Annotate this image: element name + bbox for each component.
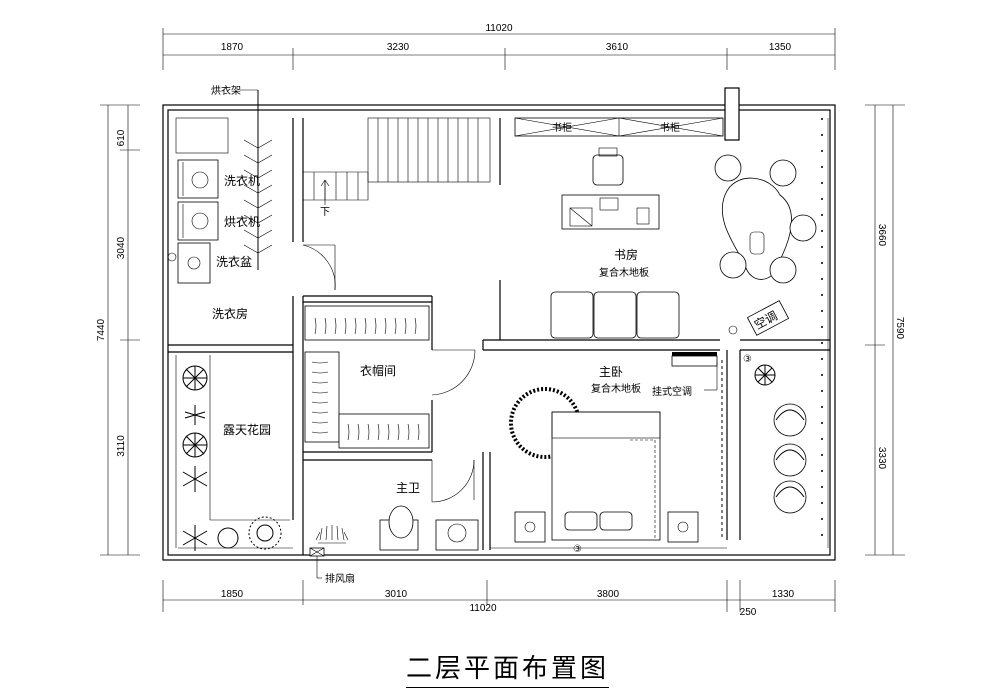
basin: [435, 519, 479, 551]
study-desk: [561, 194, 660, 230]
exhaust-fan-label: 排风扇: [325, 572, 355, 585]
page-title: 二层平面布置图: [406, 648, 610, 688]
right-dim-top: 3660: [876, 224, 887, 247]
top-dimensions: 11020 1870 3230 3610 1350: [162, 23, 836, 70]
garden-label: 露天花园: [223, 422, 271, 437]
bottom-extra-dim: 250: [740, 607, 757, 618]
laundry-door: [302, 244, 336, 291]
top-total-dim: 11020: [485, 23, 513, 34]
left-total-dim: 7440: [96, 318, 107, 341]
left-dim-2: 3040: [116, 236, 127, 259]
marker-bedroom: ③: [573, 544, 582, 555]
nightstand-right: [667, 511, 699, 543]
cloakroom: 衣帽间: [304, 305, 430, 449]
toilet: [388, 505, 414, 539]
left-dim-1: 610: [116, 129, 127, 146]
right-dim-bottom: 3330: [876, 447, 887, 470]
study-floor-label: 复合木地板: [599, 266, 649, 279]
master-bedroom: 挂式空调 主卧 复合木地板 ③: [509, 352, 723, 555]
ac-unit: [746, 300, 790, 336]
interior-walls: [168, 118, 830, 555]
nightstand-left: [514, 511, 546, 543]
bottom-dim-3: 3800: [597, 589, 620, 600]
sink-label: 洗衣盆: [216, 254, 252, 269]
top-dim-4: 1350: [769, 42, 792, 53]
top-dim-3: 3610: [606, 42, 629, 53]
top-dim-2: 3230: [387, 42, 410, 53]
laundry-sink: [177, 242, 211, 284]
bath-door: [431, 459, 475, 503]
cloakroom-label: 衣帽间: [360, 363, 396, 378]
bottom-dim-4: 1330: [772, 589, 795, 600]
master-bedroom-label: 主卧: [599, 365, 623, 379]
bottom-total-dim: 11020: [469, 603, 497, 614]
marker-balcony: ③: [743, 354, 752, 365]
master-bath-label: 主卫: [396, 481, 420, 495]
balcony: ③: [743, 354, 807, 514]
bedroom-floor-label: 复合木地板: [591, 382, 641, 395]
outer-walls: [162, 87, 836, 561]
laundry-room-label: 洗衣房: [212, 306, 248, 321]
right-total-dim: 7590: [894, 317, 905, 340]
bottom-dim-2: 3010: [385, 589, 408, 600]
cloakroom-door: [431, 349, 476, 396]
bookcase-1-label: 书柜: [552, 121, 572, 134]
bookcase-2-label: 书柜: [660, 121, 680, 134]
washer-label: 洗衣机: [224, 173, 260, 188]
wardrobe-left: [304, 351, 340, 443]
laundry-room: 烘衣架 洗衣机 烘衣机 洗衣盆 洗衣房: [167, 84, 273, 321]
wall-ac-label: 挂式空调: [652, 385, 692, 398]
stair-down-label: 下: [320, 207, 330, 218]
drying-rack-label: 烘衣架: [211, 84, 241, 97]
garden: 露天花园: [175, 355, 290, 551]
bottom-dimensions: 1850 3010 3800 1330 11020 250: [162, 580, 836, 618]
wardrobe-top: [304, 305, 430, 341]
master-bath: 排风扇 主卫: [309, 481, 479, 585]
dryer: [177, 201, 219, 241]
study-room: 书柜 书柜 书房 复合木地板 空调: [514, 117, 817, 339]
study-chair: [592, 154, 624, 186]
left-dim-3: 3110: [116, 435, 127, 457]
top-dim-1: 1870: [221, 42, 244, 53]
washer: [177, 159, 219, 199]
bottom-dim-1: 1850: [221, 589, 244, 600]
dryer-label: 烘衣机: [224, 214, 260, 229]
left-dimensions: 7440 610 3040 3110: [96, 104, 140, 556]
right-dimensions: 3660 7590 3330: [865, 104, 905, 556]
staircase: 下: [303, 117, 491, 218]
study-label: 书房: [614, 247, 638, 262]
wardrobe-bottom: [338, 413, 430, 449]
